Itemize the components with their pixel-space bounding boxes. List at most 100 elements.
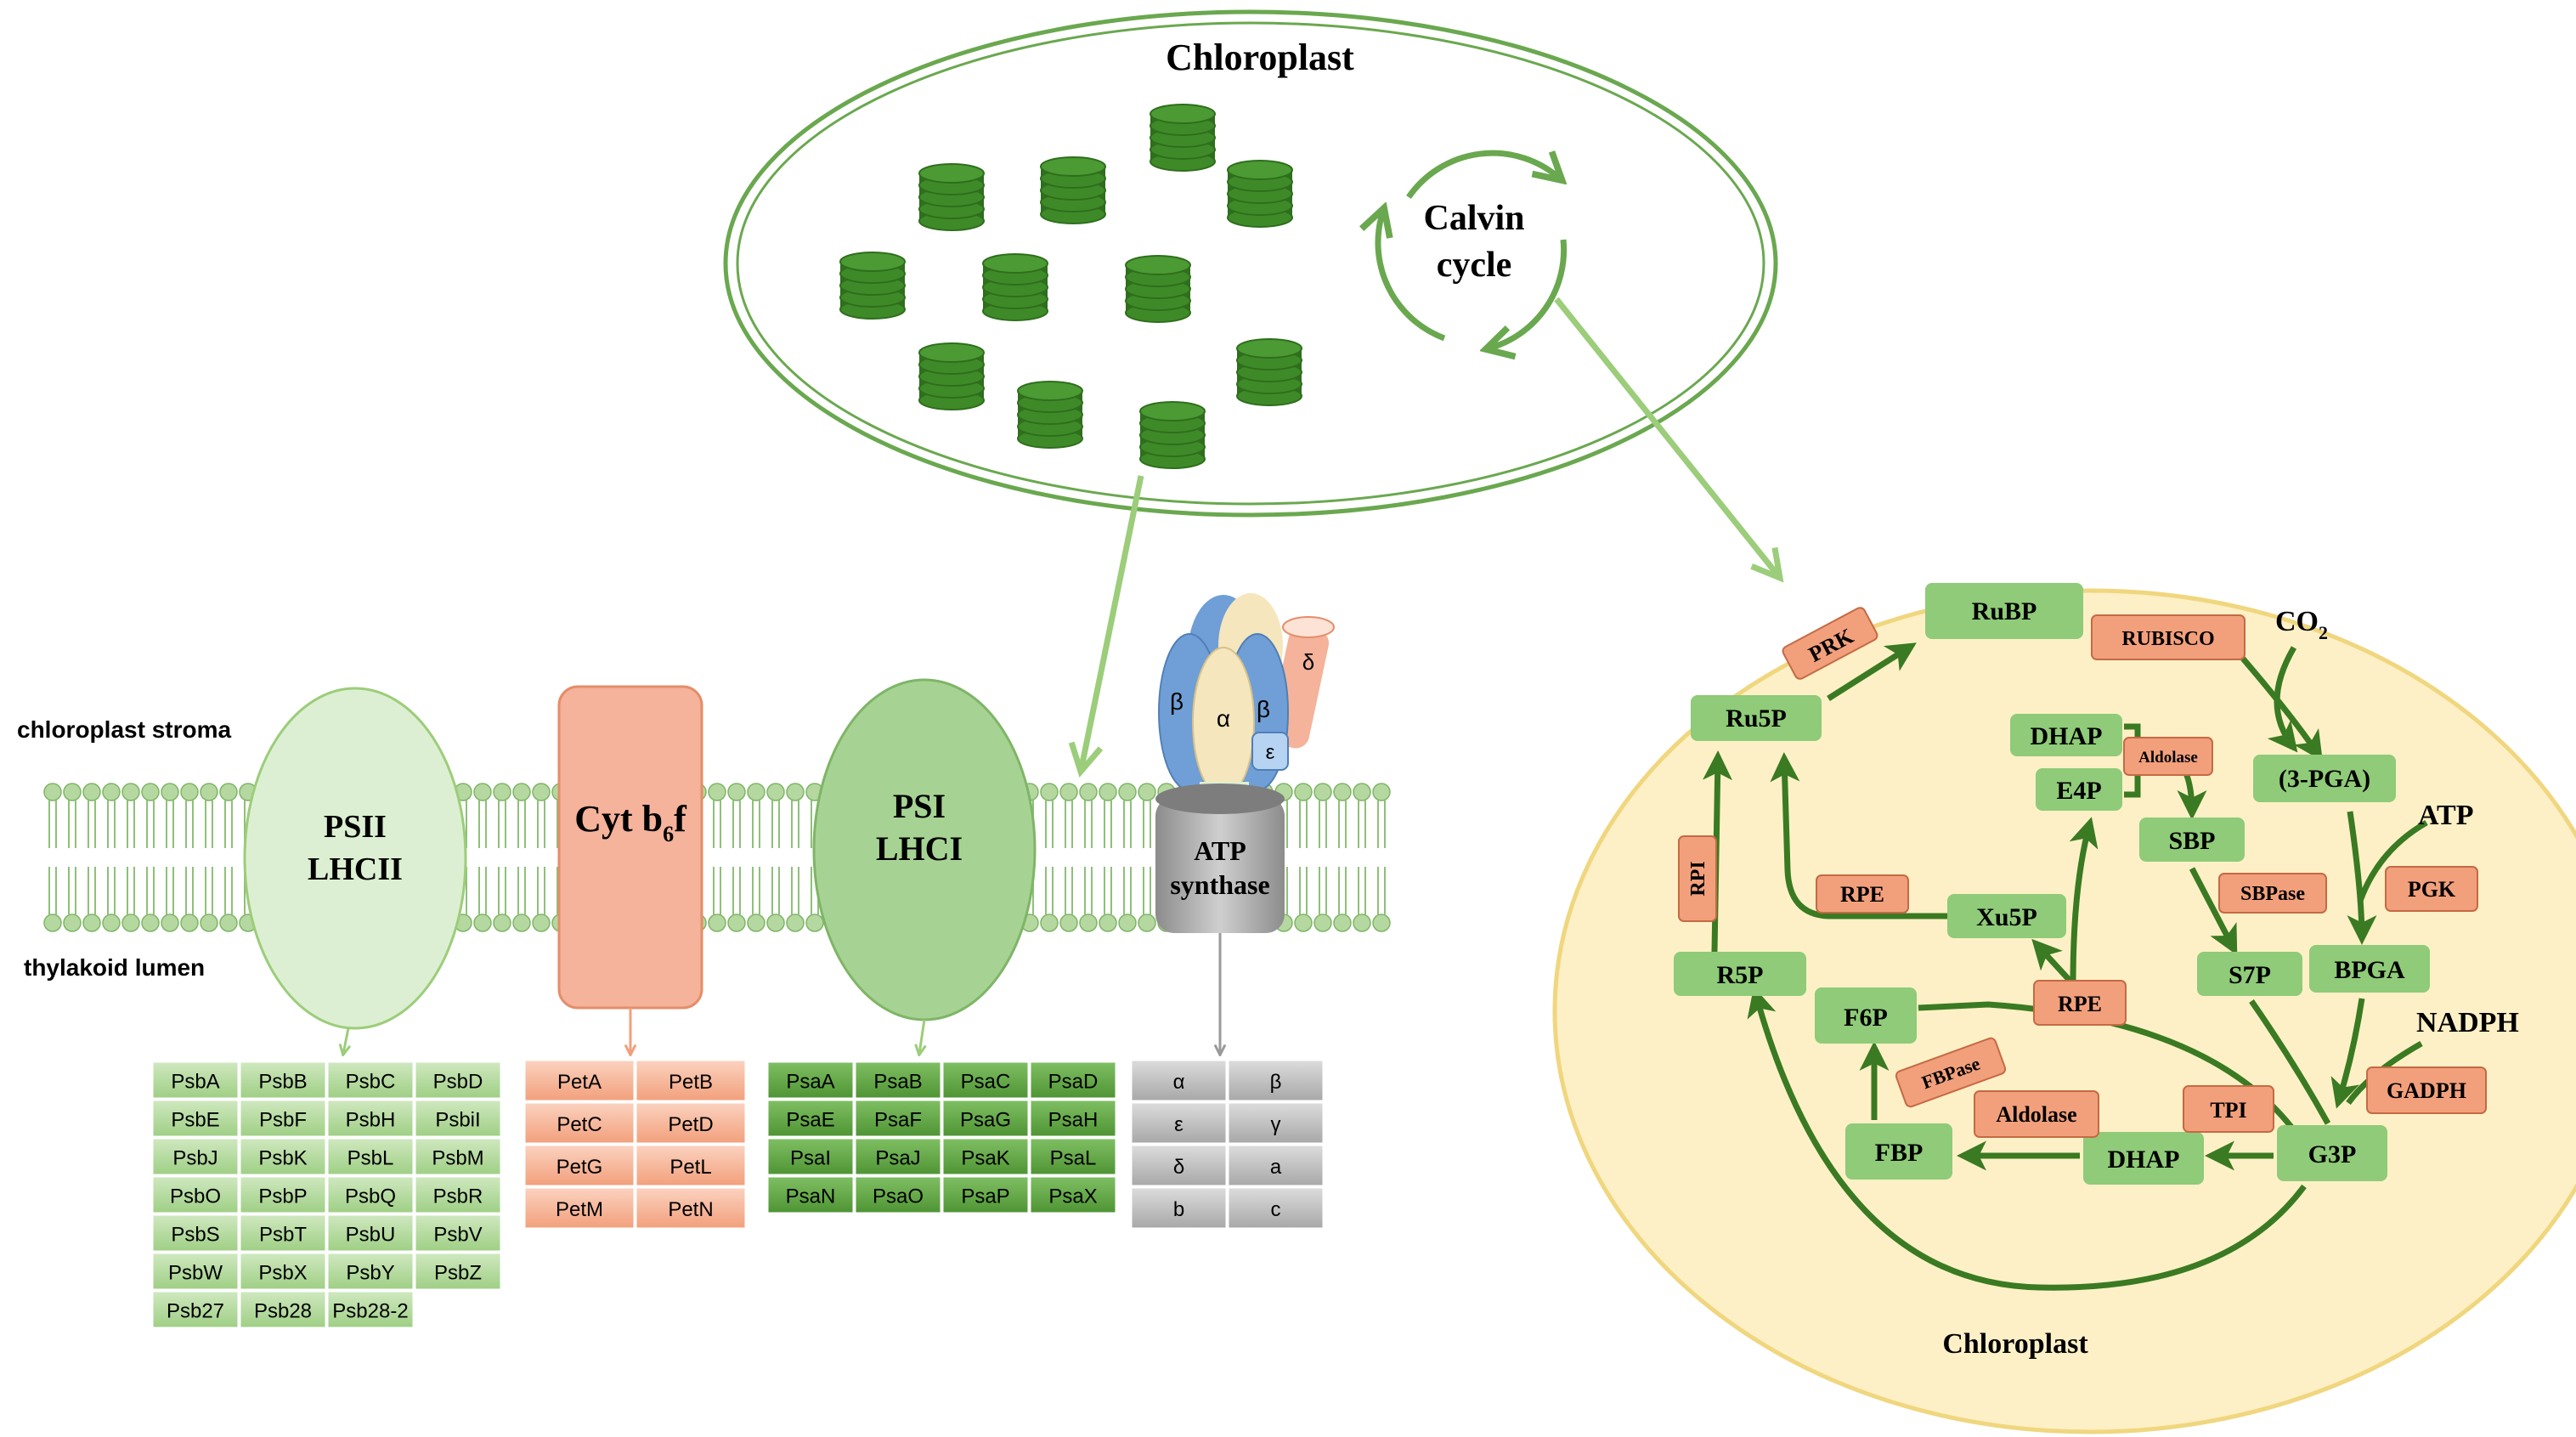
arrow-g3p-r5p-loop [1747,987,2307,1291]
table-cell: Psb28-2 [327,1291,414,1328]
atp-label-line2: synthase [1170,869,1269,900]
table-cell-label: Psb27 [167,1300,224,1323]
table-cell-label: PsbL [347,1147,394,1170]
table-cell-label: PsbP [258,1185,307,1208]
thylakoid-stack [1139,401,1206,469]
enzyme-rpi-label: RPI [1687,861,1709,896]
arrow-co2-pga [2267,646,2298,753]
table-cell: PetD [636,1102,746,1144]
table-cell: PsaD [1030,1061,1116,1099]
table-cell-label: PsaB [873,1071,922,1094]
thylakoid-stack [918,342,985,410]
thylakoid-stack [918,163,985,231]
cycle-arrow [1489,239,1568,348]
arrow-pga-bpga [2347,811,2377,945]
node-pga: (3-PGA) [2253,755,2396,802]
enzyme-sbpase-label: SBPase [2240,883,2305,905]
arrow-rpe-e4p [2069,817,2099,985]
arrow-atp-pga [2357,819,2428,902]
arrow-sbp-s7p [2189,867,2238,956]
atp-label-line1: ATP [1194,835,1246,866]
node-dhap-bottom-label: DHAP [2108,1146,2180,1174]
thylakoid-to-membrane-arrow [1081,475,1144,772]
table-cell-label: PsaL [1050,1147,1097,1170]
table-cell-label: PsbY [346,1262,394,1285]
cyt-main: Cyt b [574,798,663,840]
co2-main: CO [2275,606,2319,637]
table-cell-label: Psb28 [254,1300,312,1323]
table-cell: PsbM [415,1138,501,1175]
atp-alpha-label: α [1217,705,1230,732]
table-cell: Psb27 [152,1291,239,1328]
thylakoid-stack [839,252,906,320]
table-cell-label: c [1271,1198,1281,1221]
table-cell-label: PsbK [258,1147,307,1170]
table-cell-label: PsbB [258,1071,307,1094]
enzyme-pgk: PGK [2385,866,2478,912]
atp-epsilon-label: ε [1266,741,1275,764]
table-cell: PsaO [855,1176,941,1214]
enzyme-aldolase-top: Aldolase [2123,737,2213,776]
table-cell-label: PsbU [346,1224,396,1247]
atp-fo-body [1155,797,1285,933]
thylakoid-stack [1150,104,1216,172]
enzyme-rpe-mid-label: RPE [2058,992,2102,1016]
table-cell: PsbiI [415,1100,501,1137]
table-cell-label: PsbA [171,1071,219,1094]
table-cell: PsaH [1030,1100,1116,1137]
enzyme-rpe-mid: RPE [2033,980,2127,1026]
table-cell: PsbR [415,1176,501,1214]
node-f6p-label: F6P [1844,1004,1888,1032]
table-cell-label: PsaG [960,1109,1011,1132]
node-bpga-label: BPGA [2334,956,2405,984]
table-cell: PsbZ [415,1253,501,1290]
table-cell: γ [1228,1102,1324,1144]
nadph-cofactor-label: NADPH [2416,1007,2519,1038]
table-cell-label: PsaO [873,1185,924,1208]
table-cell-label: PsbiI [435,1109,480,1132]
table-cell-label: PsbH [346,1109,396,1132]
table-cell: δ [1131,1145,1227,1186]
atp-epsilon-box [1251,732,1289,771]
table-cell-label: PsbM [432,1147,483,1170]
table-cell-label: β [1270,1071,1282,1094]
cyt-b6f-complex: Cyt b6f [557,685,703,1054]
arrow-xu5p-ru5p [1770,752,1961,919]
table-cell-label: Psb28-2 [332,1300,408,1323]
table-cell: PsaE [767,1100,854,1137]
calvin-to-detail-arrow [1554,297,1780,578]
psi-down-arrow [919,1019,924,1054]
table-cell: PsaC [942,1061,1029,1099]
node-g3p: G3P [2277,1125,2387,1181]
table-cell-label: PetM [556,1198,603,1221]
table-cell: PsbO [152,1176,239,1214]
table-cell: PsbH [327,1100,414,1137]
table-cell: PsaG [942,1100,1029,1137]
table-cell-label: PsbV [433,1224,482,1247]
psii-ellipse [243,687,467,1030]
table-cell: PsaN [767,1176,854,1214]
node-e4p: E4P [2036,768,2122,811]
atp-beta-left-label: β [1170,688,1183,715]
thylakoid-stack [1236,338,1302,406]
table-cell: PsbT [240,1214,326,1252]
table-cell-label: a [1270,1156,1282,1179]
table-cell: PsbA [152,1061,239,1099]
table-cell: PsbJ [152,1138,239,1175]
cyt-sub: 6 [663,822,674,846]
node-s7p-label: S7P [2229,961,2271,989]
cyt-b6f-box [557,685,703,1010]
table-cell-label: PsbF [259,1109,307,1132]
table-cell-label: PetG [556,1156,603,1179]
enzyme-rpe-left-label: RPE [1840,882,1884,907]
table-cell-label: PsaA [786,1071,834,1094]
table-cell-label: PetB [669,1071,713,1094]
thylakoid-stack [982,253,1048,321]
enzyme-tpi: TPI [2183,1085,2274,1133]
cycle-arrow [1406,150,1560,199]
table-cell-label: PsaN [786,1185,836,1208]
table-cell: PsbF [240,1100,326,1137]
table-cell: PsaP [942,1176,1029,1214]
